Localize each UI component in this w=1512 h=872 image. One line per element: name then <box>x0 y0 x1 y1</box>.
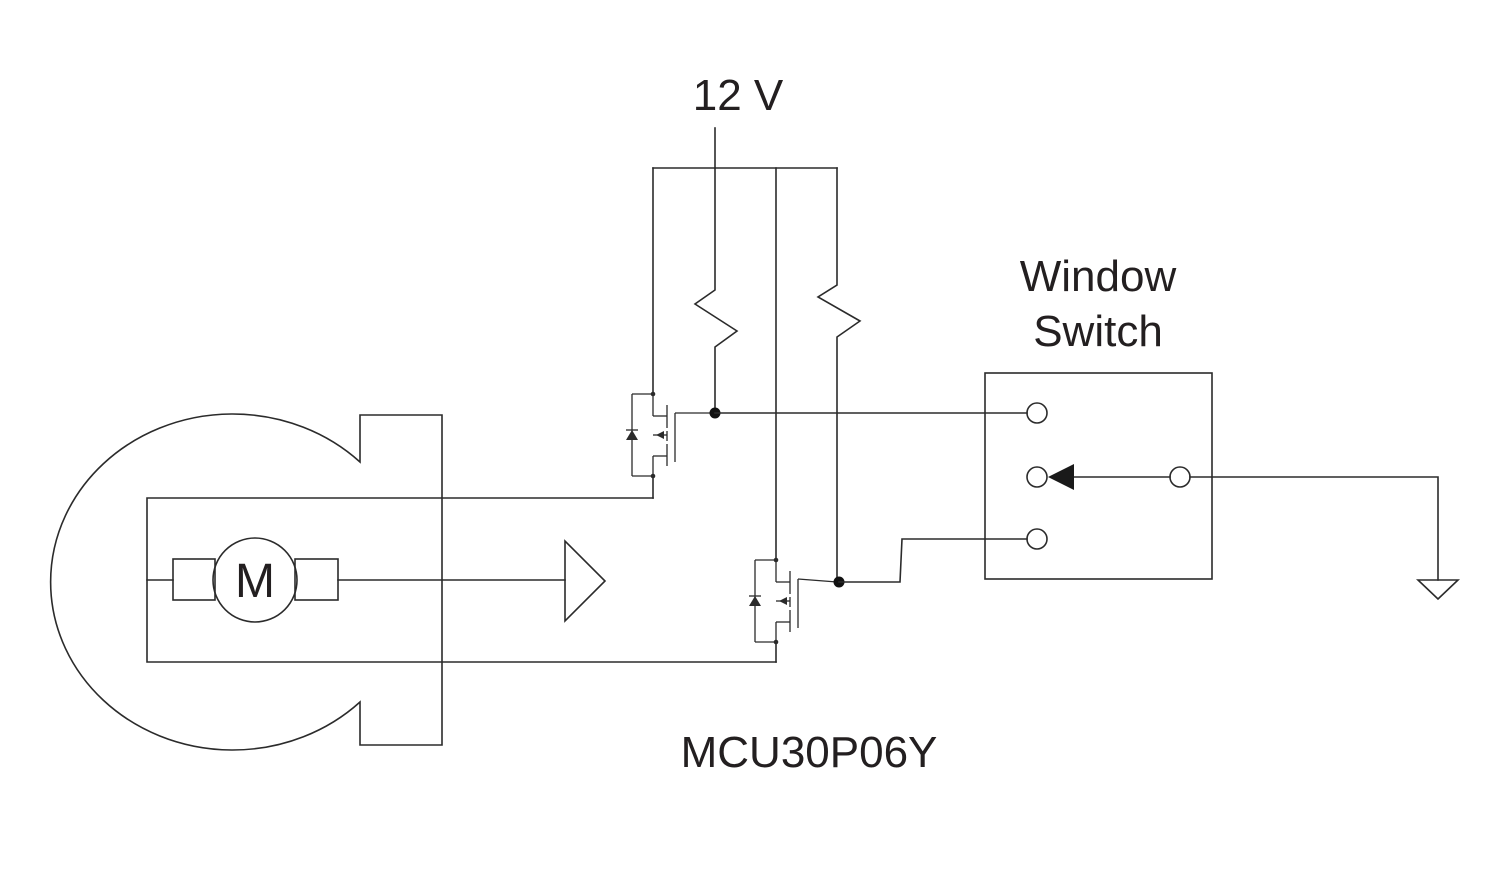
window-switch-title-line1: Window <box>1020 252 1177 301</box>
supply-rail <box>652 127 838 169</box>
mosfet-lower <box>749 167 838 663</box>
resistor-upper <box>693 167 739 414</box>
motor-symbol <box>146 537 607 623</box>
switch-arrow-icon <box>1048 464 1074 490</box>
window-switch-title-line2: Switch <box>1033 307 1163 356</box>
ground-symbol <box>1189 476 1461 601</box>
motor-housing <box>49 413 443 751</box>
resistor-lower <box>816 167 862 583</box>
window-switch <box>984 372 1213 580</box>
supply-voltage-label: 12 V <box>693 71 784 120</box>
part-number-label: MCU30P06Y <box>681 728 938 777</box>
switch-wiring <box>714 412 1028 583</box>
mosfet-upper <box>626 167 715 499</box>
motor-label: M <box>235 555 275 608</box>
